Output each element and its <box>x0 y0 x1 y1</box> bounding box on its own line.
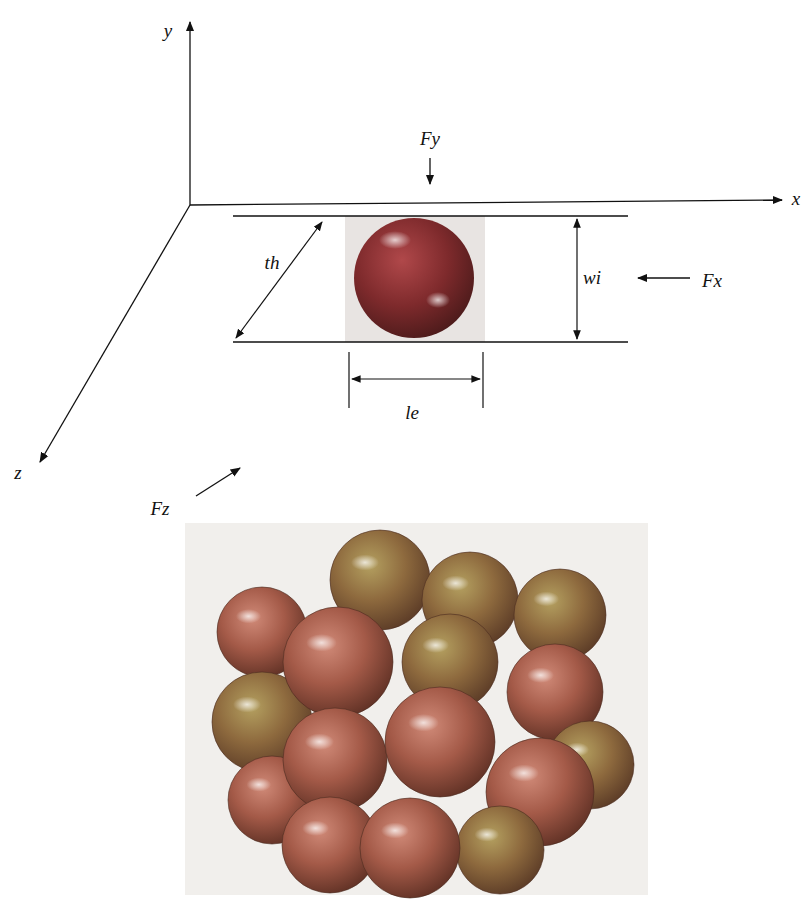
plum-photo <box>345 216 485 342</box>
axis-or-dimension-label: Fy <box>420 129 440 148</box>
axis-or-dimension-label: Fx <box>702 271 722 290</box>
axis-or-dimension-label: y <box>164 21 172 40</box>
axes <box>40 22 782 462</box>
axis-or-dimension-label: th <box>265 253 280 272</box>
dimension-lines <box>236 219 577 408</box>
axis-or-dimension-label: x <box>792 189 800 208</box>
plum <box>283 607 393 717</box>
force-arrows <box>196 158 690 496</box>
axis-or-dimension-label: wi <box>583 268 601 287</box>
plum <box>283 708 387 812</box>
axis-or-dimension-label: z <box>14 463 21 482</box>
plum <box>385 687 495 797</box>
compression-plates <box>233 216 628 342</box>
plum-pile-photo <box>185 523 648 898</box>
axis-or-dimension-label: le <box>405 403 419 422</box>
plum <box>456 806 544 894</box>
axis-or-dimension-label: Fz <box>151 499 170 518</box>
plum <box>360 798 460 898</box>
